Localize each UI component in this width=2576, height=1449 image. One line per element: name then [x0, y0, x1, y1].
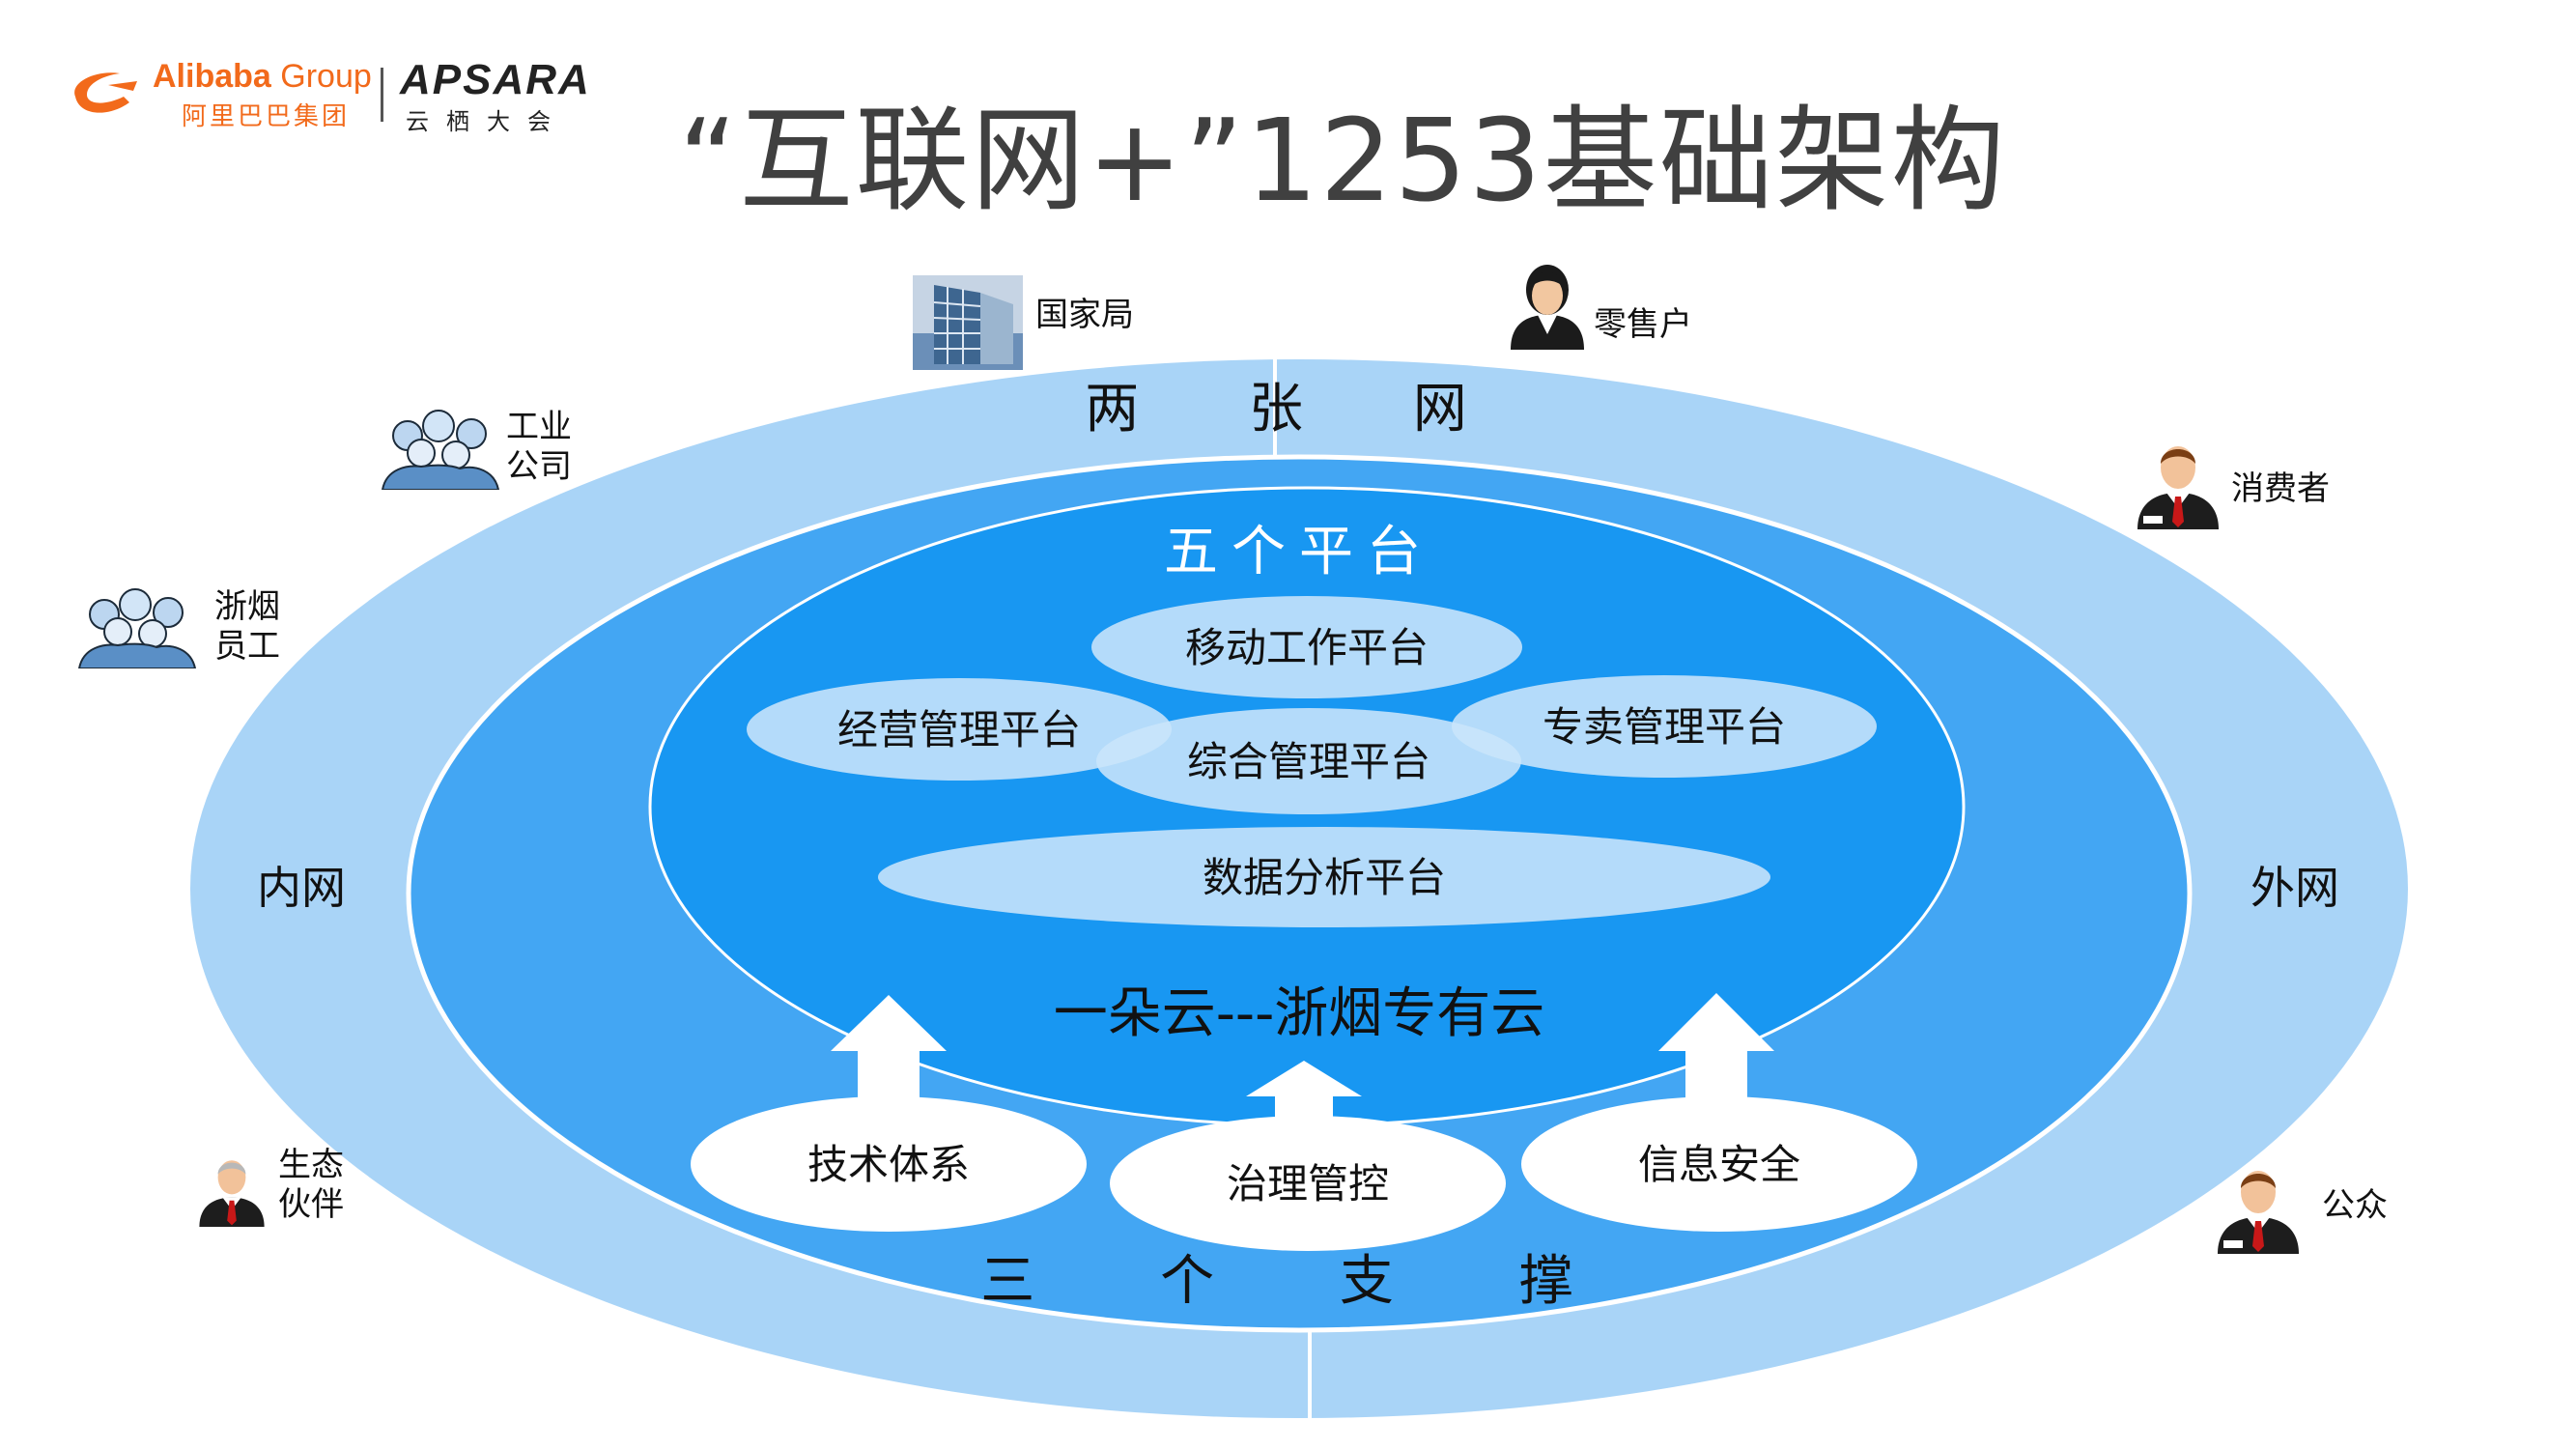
outer-ring-label: 两 张 网 — [1085, 378, 1514, 440]
cloud-label: 一朵云---浙烟专有云 — [1054, 982, 1545, 1045]
stakeholder-partner-label: 生态 伙伴 — [278, 1146, 344, 1226]
platform-monopoly-label: 专卖管理平台 — [1543, 703, 1786, 751]
industry-group-icon — [379, 401, 502, 490]
platform-mobile-label: 移动工作平台 — [1185, 624, 1429, 671]
public-person-icon — [2210, 1157, 2307, 1254]
support-governance-label: 治理管控 — [1227, 1160, 1389, 1208]
retailer-person-icon — [1499, 253, 1596, 350]
extranet-label: 外网 — [2250, 862, 2339, 914]
stakeholder-consumer-label: 消费者 — [2231, 469, 2330, 509]
partner-person-icon — [193, 1145, 270, 1232]
support-tech-label: 技术体系 — [807, 1141, 970, 1188]
stakeholder-retailer-label: 零售户 — [1594, 305, 1692, 345]
stakeholder-employee-label: 浙烟 员工 — [214, 587, 280, 668]
platform-integrated-label: 综合管理平台 — [1187, 738, 1430, 785]
intranet-label: 内网 — [257, 862, 346, 914]
platform-operation-label: 经营管理平台 — [837, 706, 1081, 753]
employee-group-icon — [75, 580, 199, 668]
stakeholder-bureau-label: 国家局 — [1035, 296, 1134, 335]
support-security-label: 信息安全 — [1638, 1141, 1800, 1188]
stakeholder-public-label: 公众 — [2322, 1186, 2388, 1226]
middle-ring-label: 五个平台 — [1164, 521, 1434, 583]
building-icon — [913, 275, 1023, 370]
bottom-ring-label: 三 个 支 撑 — [980, 1250, 1627, 1313]
stakeholder-industry-label: 工业 公司 — [506, 408, 572, 488]
consumer-person-icon — [2130, 433, 2226, 529]
platform-data-label: 数据分析平台 — [1203, 854, 1446, 901]
